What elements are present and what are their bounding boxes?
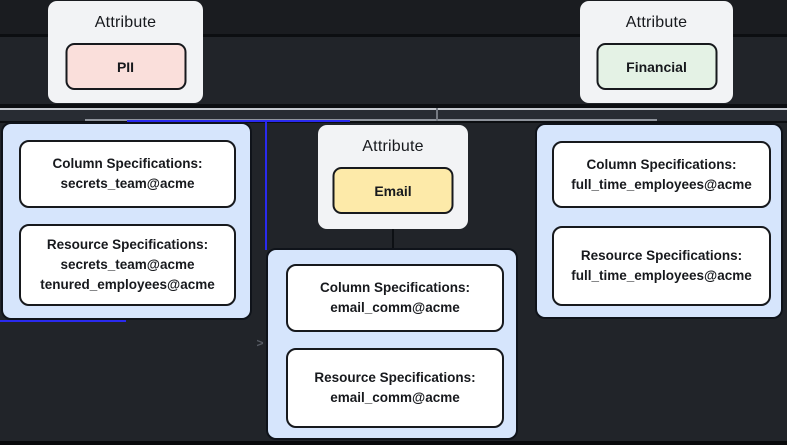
- background-band-middle: [0, 110, 787, 121]
- background-divider-line: [0, 34, 787, 37]
- edge-blue-bottom-segment: [0, 320, 126, 322]
- edge-connector-email-to-group: [392, 229, 394, 249]
- resource-specs-box-financial[interactable]: Resource Specifications: full_time_emplo…: [552, 226, 771, 306]
- edge-blue-horizontal: [127, 120, 350, 122]
- attribute-chip-pii[interactable]: PII: [65, 43, 186, 90]
- attribute-node-title: Attribute: [94, 14, 157, 31]
- edge-gray-horizontal-secondary: [85, 119, 657, 121]
- attribute-node-title: Attribute: [625, 14, 688, 31]
- spec-line: secrets_team@acme: [60, 257, 195, 272]
- column-specs-box-email[interactable]: Column Specifications: email_comm@acme: [286, 264, 504, 332]
- spec-line: tenured_employees@acme: [40, 277, 215, 292]
- edge-gray-vertical-jog: [436, 108, 438, 121]
- spec-line: email_comm@acme: [330, 300, 460, 315]
- attribute-node-title: Attribute: [362, 138, 424, 155]
- spec-line: Resource Specifications:: [46, 237, 209, 252]
- chevron-right-icon[interactable]: >: [256, 336, 264, 350]
- spec-line: Column Specifications:: [319, 280, 471, 295]
- spec-line: Resource Specifications:: [580, 248, 743, 263]
- spec-line: secrets_team@acme: [60, 176, 195, 191]
- edge-gray-horizontal-main: [0, 108, 787, 110]
- column-specs-box-pii[interactable]: Column Specifications: secrets_team@acme: [19, 140, 236, 208]
- spec-line: Column Specifications:: [52, 156, 203, 171]
- column-specs-box-financial[interactable]: Column Specifications: full_time_employe…: [552, 141, 771, 208]
- background-divider-line: [0, 121, 787, 123]
- spec-line: full_time_employees@acme: [571, 176, 752, 192]
- attribute-chip-email[interactable]: Email: [332, 167, 454, 214]
- edge-blue-vertical: [265, 122, 267, 250]
- resource-specs-box-email[interactable]: Resource Specifications: email_comm@acme: [286, 348, 504, 428]
- attribute-node-email[interactable]: Attribute Email: [318, 125, 468, 229]
- attribute-node-financial[interactable]: Attribute Financial: [580, 1, 733, 103]
- spec-line: Column Specifications:: [586, 156, 737, 172]
- attribute-node-pii[interactable]: Attribute PII: [48, 1, 203, 103]
- attribute-chip-financial[interactable]: Financial: [596, 43, 717, 90]
- background-band-bottom: [0, 441, 787, 445]
- background-divider-line: [0, 104, 787, 108]
- spec-line: full_time_employees@acme: [571, 268, 752, 283]
- spec-line: email_comm@acme: [330, 390, 460, 405]
- resource-specs-box-pii[interactable]: Resource Specifications: secrets_team@ac…: [19, 224, 236, 306]
- spec-line: Resource Specifications:: [314, 370, 476, 385]
